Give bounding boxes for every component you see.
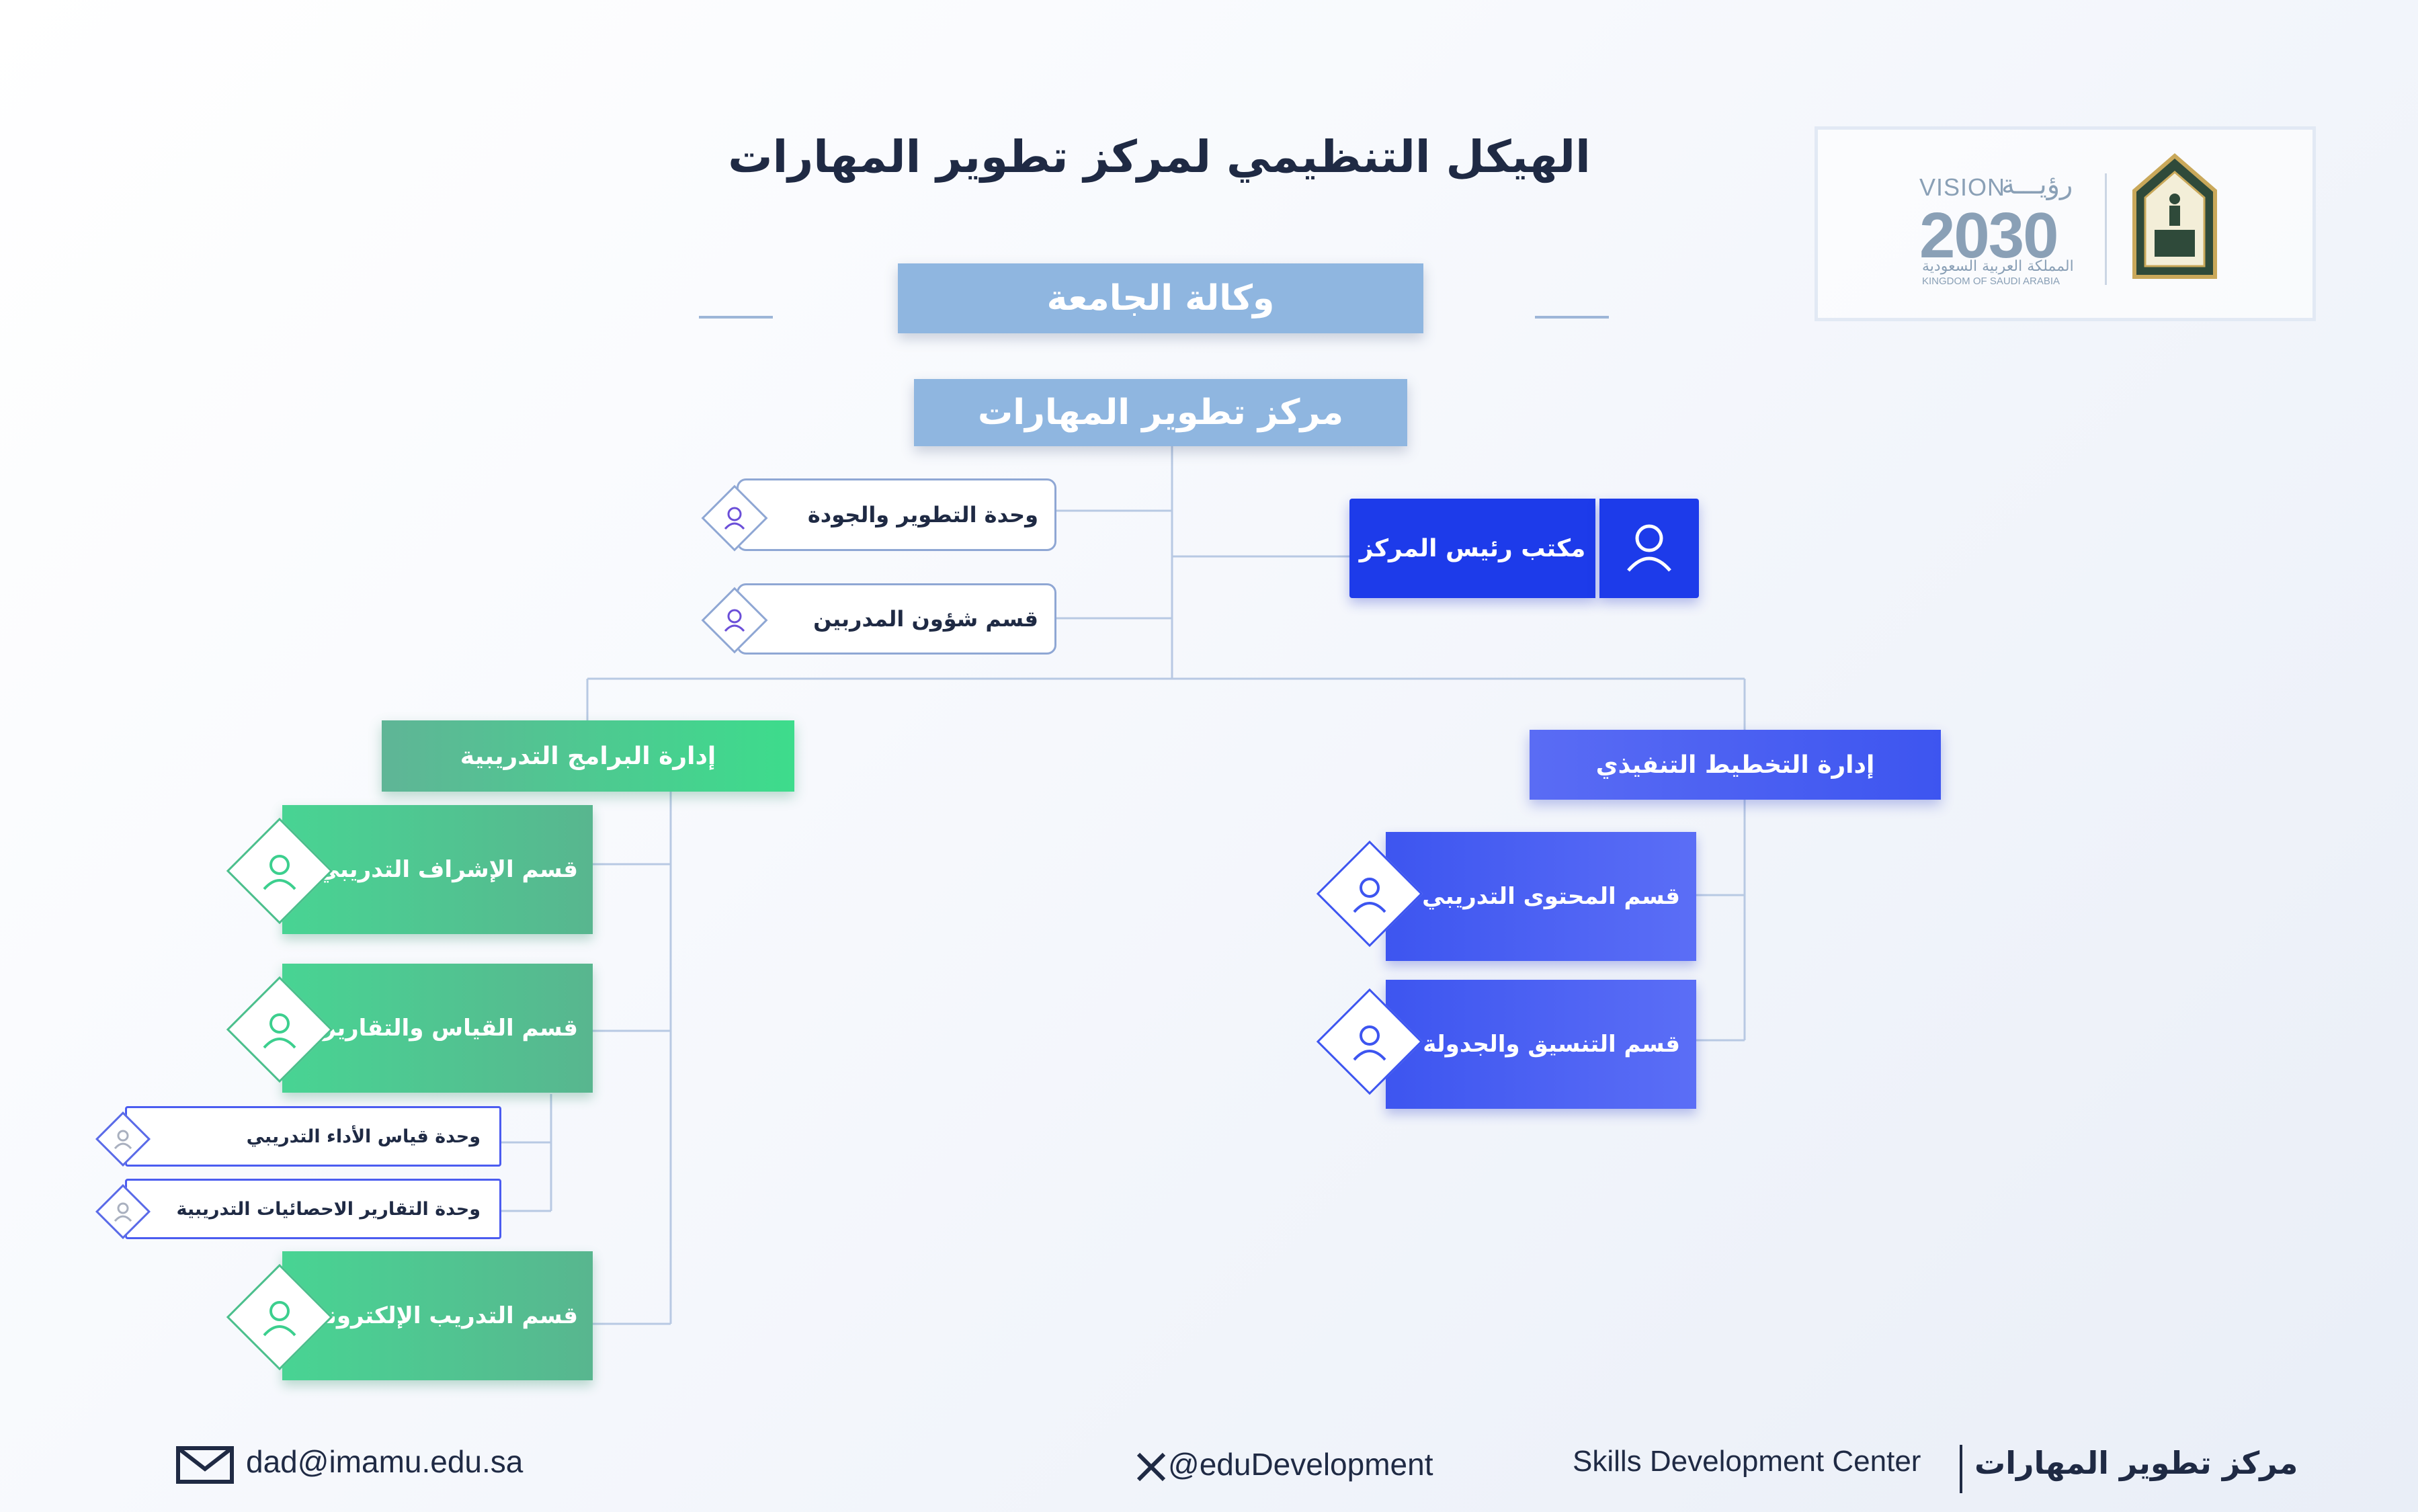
logo-frame [1815,126,2316,321]
center-box: مركز تطوير المهارات [914,379,1407,446]
head-office-icon-box [1599,499,1699,598]
footer-center-ar: مركز تطوير المهارات [1974,1445,2298,1481]
footer-center-en: Skills Development Center [1573,1445,1921,1478]
dept-executive-planning: إدارة التخطيط التنفيذي [1530,730,1941,800]
mail-icon [176,1446,234,1486]
page-title: الهيكل التنظيمي لمركز تطوير المهارات [728,131,1591,183]
user-icon [257,849,302,893]
section-icon-holder [226,817,333,925]
unit-label: قسم شؤون المدربين [813,606,1038,632]
section-training-content: قسم المحتوى التدريبي [1386,832,1696,961]
unit-development-quality: وحدة التطوير والجودة [737,478,1056,551]
head-office-box: مكتب رئيس المركز [1349,499,1595,598]
subunit-performance-measurement: وحدة قياس الأداء التدريبي [125,1106,501,1167]
user-icon [720,503,749,533]
unit-icon-holder [701,587,768,654]
vision-year: 2030 [1919,200,2059,271]
user-icon [720,605,749,635]
university-logo-icon [2128,151,2222,282]
section-label: قسم التدريب الإلكتروني [304,1302,578,1329]
user-icon [257,1007,302,1052]
agency-box: وكالة الجامعة [898,263,1423,333]
subunit-label: وحدة التقارير الاحصائيات التدريبية [176,1198,481,1220]
section-training-supervision: قسم الإشراف التدريبي [282,805,593,934]
subunit-icon-holder [95,1111,151,1167]
user-icon [1347,872,1392,916]
dept-training-programs: إدارة البرامج التدريبية [382,720,794,792]
user-icon [257,1295,302,1339]
logo-divider [2105,173,2107,285]
section-icon-holder [226,1263,333,1371]
section-coordination-scheduling: قسم التنسيق والجدولة [1386,980,1696,1109]
user-icon [111,1200,135,1224]
footer-twitter[interactable]: @eduDevelopment [1168,1447,1433,1482]
unit-icon-holder [701,485,768,552]
subunit-label: وحدة قياس الأداء التدريبي [246,1126,481,1147]
user-icon [1619,517,1679,580]
vision-arabic: رؤيـــة [2001,169,2073,200]
section-label: قسم القياس والتقارير [323,1015,578,1042]
unit-trainers-affairs: قسم شؤون المدربين [737,583,1056,655]
section-e-training: قسم التدريب الإلكتروني [282,1251,593,1380]
vision-word: VISION [1919,173,2006,201]
user-icon [1347,1019,1392,1064]
user-icon [111,1127,135,1151]
subunit-statistics-reports: وحدة التقارير الاحصائيات التدريبية [125,1179,501,1239]
kingdom-arabic: المملكة العربية السعودية [1922,258,2074,275]
footer-email[interactable]: dad@imamu.edu.sa [246,1444,524,1479]
x-logo-icon [1136,1452,1167,1485]
kingdom-english: KINGDOM OF SAUDI ARABIA [1922,276,2060,287]
section-measurement-reports: قسم القياس والتقارير [282,964,593,1093]
section-label: قسم الإشراف التدريبي [317,856,578,883]
footer-divider [1960,1445,1962,1493]
section-label: قسم المحتوى التدريبي [1422,883,1680,910]
section-icon-holder [1316,988,1423,1095]
section-label: قسم التنسيق والجدولة [1423,1031,1680,1058]
section-icon-holder [1316,840,1423,948]
section-icon-holder [226,976,333,1083]
unit-label: وحدة التطوير والجودة [807,502,1038,528]
subunit-icon-holder [95,1183,151,1240]
